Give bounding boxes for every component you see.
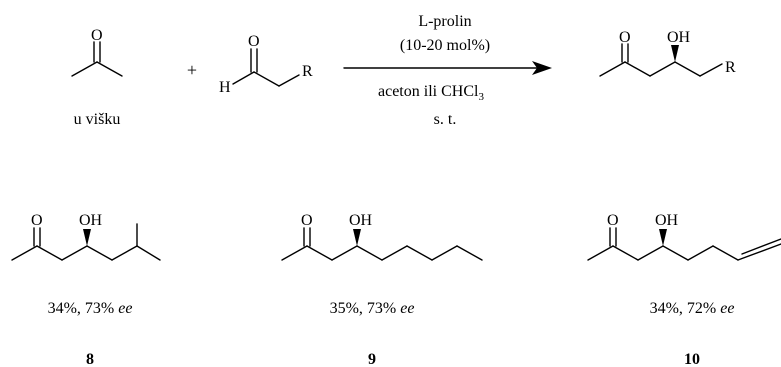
bond — [356, 245, 383, 261]
condition-solvent: aceton ili CHCl3 — [378, 83, 484, 103]
bond — [61, 245, 88, 261]
product-9-number: 9 — [368, 351, 376, 367]
bond — [278, 74, 300, 87]
product-10-number: 10 — [684, 351, 700, 367]
bond — [662, 245, 689, 261]
product-9-yield: 35%, 73% ee — [330, 300, 415, 317]
condition-loading: (10-20 mol%) — [400, 37, 490, 54]
atom-label-oxygen: O — [619, 29, 631, 46]
bond — [699, 63, 723, 77]
bond — [687, 245, 714, 261]
wedge-bond — [659, 229, 667, 246]
atom-label-r: R — [725, 59, 736, 76]
atom-label-oxygen: O — [607, 212, 619, 229]
bond — [637, 245, 664, 261]
bond — [406, 245, 433, 261]
plus-sign: + — [187, 60, 197, 80]
aldehyde-structure: H O R — [219, 33, 313, 96]
bond — [674, 61, 701, 77]
bond — [612, 245, 639, 261]
wedge-bond — [671, 45, 679, 62]
bond — [599, 61, 626, 77]
product-10-structure: O OH — [587, 212, 781, 261]
atom-label-hydroxyl: OH — [655, 212, 679, 229]
bond — [456, 245, 483, 261]
bond — [136, 245, 161, 261]
bond — [624, 61, 651, 77]
bond — [741, 238, 781, 255]
atom-label-oxygen: O — [91, 27, 103, 44]
condition-temperature: s. t. — [434, 111, 457, 128]
bond — [36, 245, 63, 261]
atom-label-hydroxyl: OH — [79, 212, 103, 229]
bond — [96, 61, 123, 77]
wedge-bond — [353, 229, 361, 246]
bond — [281, 245, 308, 261]
product-8-yield: 34%, 73% ee — [48, 300, 133, 317]
bond — [11, 245, 38, 261]
bond — [232, 71, 255, 85]
bond — [587, 245, 614, 261]
reagent-note: u višku — [74, 111, 121, 128]
product-8-number: 8 — [86, 351, 94, 367]
bond — [381, 245, 408, 261]
bond — [331, 245, 358, 261]
product-9-structure: O OH — [281, 212, 483, 261]
product-8-structure: O OH — [11, 212, 161, 261]
atom-label-hydroxyl: OH — [667, 29, 691, 46]
atom-label-oxygen: O — [301, 212, 313, 229]
bond — [111, 245, 138, 261]
atom-label-oxygen: O — [248, 33, 260, 50]
bond — [649, 61, 676, 77]
atom-label-hydrogen: H — [219, 79, 231, 96]
bond — [253, 71, 280, 87]
acetone-structure: O — [71, 27, 123, 77]
product-10-yield: 34%, 72% ee — [650, 300, 735, 317]
atom-label-oxygen: O — [31, 212, 43, 229]
bond — [71, 61, 98, 77]
product-structure-general: O OH R — [599, 29, 736, 77]
bond — [306, 245, 333, 261]
atom-label-r: R — [302, 63, 313, 80]
bond — [737, 243, 781, 261]
bond — [431, 245, 458, 261]
wedge-bond — [83, 229, 91, 246]
condition-catalyst: L-prolin — [418, 13, 471, 30]
arrow-head — [532, 61, 552, 75]
reaction-arrow — [343, 61, 552, 75]
bond — [86, 245, 113, 261]
atom-label-hydroxyl: OH — [349, 212, 373, 229]
bond — [712, 245, 739, 261]
